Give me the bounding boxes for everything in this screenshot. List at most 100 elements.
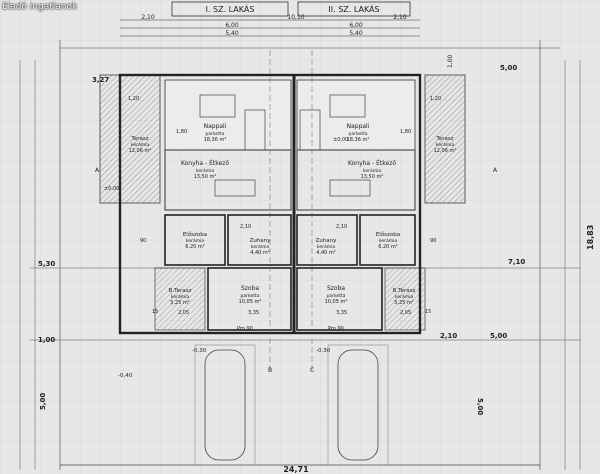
room-area: 5,25 m² bbox=[170, 300, 190, 306]
room-name: Előszoba bbox=[183, 232, 207, 238]
terrace-left-hatch bbox=[99, 74, 161, 204]
room-area: 5,25 m² bbox=[394, 300, 414, 306]
konyha-left-area bbox=[164, 149, 292, 211]
dim-120-right: 1,20 bbox=[430, 96, 441, 102]
room-floor: kerámia bbox=[196, 167, 214, 174]
parking-right bbox=[327, 344, 389, 466]
room-floor: parketta bbox=[241, 293, 260, 299]
room-floor: kerámia bbox=[436, 141, 454, 148]
dim-210-right: 2,10 bbox=[336, 224, 347, 230]
room-labels: Nappali parketta 18,36 m² Konyha - Étkez… bbox=[129, 123, 457, 306]
room-area: 13,50 m² bbox=[194, 174, 217, 180]
table-right bbox=[329, 179, 371, 197]
szoba-right-area bbox=[296, 267, 383, 331]
room-name: Konyha - Étkező bbox=[181, 159, 229, 167]
dim-bottom-left: 1,00 bbox=[38, 336, 55, 344]
dim-top-inner-left: 5,40 bbox=[225, 30, 239, 37]
room-name: Zuhany bbox=[316, 238, 338, 244]
dim-205-right: 2,05 bbox=[400, 310, 411, 316]
szoba-left-area bbox=[207, 267, 292, 331]
car-left bbox=[204, 349, 246, 461]
room-area: 4,40 m² bbox=[316, 250, 336, 256]
room-area: 12,06 m² bbox=[129, 148, 152, 154]
room-name: Konyha - Étkező bbox=[348, 159, 396, 167]
room-name: Nappali bbox=[204, 123, 227, 130]
nappali-right-area bbox=[296, 79, 416, 151]
sofa-left bbox=[199, 94, 236, 118]
room-floor: parketta bbox=[349, 131, 368, 137]
watermark: Eladó ingatlanok bbox=[2, 2, 78, 12]
car-right bbox=[337, 349, 379, 461]
room-floor: kerámia bbox=[131, 141, 149, 148]
room-name: B.Terasz bbox=[169, 288, 192, 294]
section-mark-a-left: A bbox=[95, 167, 100, 174]
room-floor: parketta bbox=[327, 293, 346, 299]
dim-top-total: 10,10 bbox=[287, 14, 304, 21]
dim-180-left: 1,80 bbox=[176, 129, 187, 135]
room-floor: parketta bbox=[206, 131, 225, 137]
level-zero-right: ±0,00 bbox=[333, 137, 348, 143]
dim-top-mid-right: 6,00 bbox=[349, 22, 363, 29]
dim-right-side-top: 5,00 bbox=[500, 64, 517, 72]
dimension-labels: 3,27 5,00 1,00 5,30 7,10 18,83 1,00 2,10… bbox=[38, 54, 595, 474]
dim-335-left: 3,35 bbox=[248, 310, 259, 316]
room-floor: kerámia bbox=[171, 293, 189, 300]
room-area: 13,50 m² bbox=[361, 174, 384, 180]
dim-top-inner-right: 5,40 bbox=[349, 30, 363, 37]
dim-right-bottom: 5,00 bbox=[476, 398, 484, 415]
room-name: B.Terasz bbox=[393, 288, 416, 294]
zuhany-left-area bbox=[227, 214, 292, 266]
dim-top-mid-left: 6,00 bbox=[225, 22, 239, 29]
dim-120-left: 1,20 bbox=[128, 96, 139, 102]
room-name: Terasz bbox=[130, 136, 148, 142]
dim-210-left: 2,10 bbox=[240, 224, 251, 230]
nappali-left-area bbox=[164, 79, 292, 151]
level-a: -0,30 bbox=[192, 348, 207, 354]
room-name: Szoba bbox=[241, 285, 259, 292]
dim-left-bottom: 5,00 bbox=[39, 393, 47, 410]
bterasz-left-area bbox=[154, 267, 206, 331]
room-area: 6,20 m² bbox=[378, 244, 398, 250]
room-area: 12,06 m² bbox=[434, 148, 457, 154]
dim-right-total: 18,83 bbox=[586, 225, 595, 250]
dim-right-corner: 1,00 bbox=[447, 54, 454, 68]
level-b: -0,30 bbox=[316, 348, 331, 354]
dim-bottom-total: 24,71 bbox=[283, 465, 309, 474]
table-left bbox=[214, 179, 256, 197]
sofa-right bbox=[329, 94, 366, 118]
room-floor: kerámia bbox=[251, 243, 269, 250]
dim-335-right: 3,35 bbox=[336, 310, 347, 316]
dim-bottom-right-b: 5,00 bbox=[490, 332, 507, 340]
room-name: Zuhany bbox=[250, 238, 272, 244]
room-area: 18,36 m² bbox=[347, 137, 370, 143]
elosz-right-area bbox=[359, 214, 416, 266]
dim-bottom-right-a: 2,10 bbox=[440, 332, 457, 340]
konyha-right-area bbox=[296, 149, 416, 211]
dim-right-mid: 7,10 bbox=[508, 258, 525, 266]
room-name: Terasz bbox=[435, 136, 453, 142]
terrace-right-hatch bbox=[424, 74, 466, 204]
room-area: 10,05 m² bbox=[239, 299, 262, 305]
room-floor: kerámia bbox=[186, 237, 204, 244]
dim-90-right: 90 bbox=[430, 238, 436, 244]
dim-left-mid: 5,30 bbox=[38, 260, 55, 268]
room-area: 6,20 m² bbox=[185, 244, 205, 250]
room-area: 18,36 m² bbox=[204, 137, 227, 143]
header-box-right bbox=[297, 1, 411, 17]
dim-left-side: 3,27 bbox=[92, 76, 109, 84]
elosz-left-area bbox=[164, 214, 226, 266]
room-floor: kerámia bbox=[317, 243, 335, 250]
dim-180-right: 1,80 bbox=[400, 129, 411, 135]
room-floor: kerámia bbox=[363, 167, 381, 174]
dim-15-right: 15 bbox=[425, 309, 431, 315]
room-name: Előszoba bbox=[376, 232, 400, 238]
level-zero-left: ±0,00 bbox=[104, 186, 119, 192]
room-area: 4,40 m² bbox=[250, 250, 270, 256]
section-mark-b: B bbox=[268, 367, 272, 374]
header-box-left bbox=[171, 1, 289, 17]
header-right: II. SZ. LAKÁS bbox=[328, 3, 379, 14]
zuhany-right-area bbox=[296, 214, 358, 266]
section-mark-a-right: A bbox=[493, 167, 498, 174]
room-floor: kerámia bbox=[379, 237, 397, 244]
